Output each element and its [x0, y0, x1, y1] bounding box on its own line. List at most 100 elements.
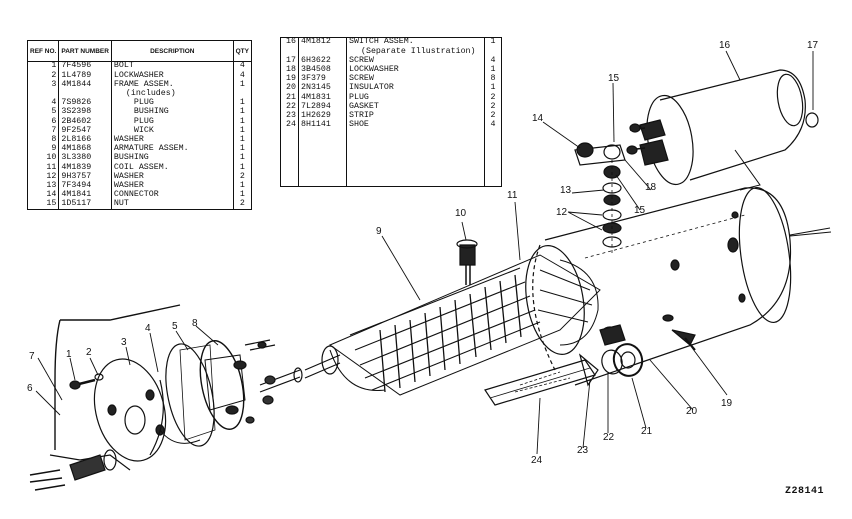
cell-part-number: 3S2398	[58, 108, 112, 118]
header-part-number: PART NUMBER	[58, 40, 112, 62]
cell-description: INSULATOR	[346, 84, 485, 94]
cell-qty: 1	[239, 134, 245, 144]
cell-part-number	[58, 89, 112, 99]
cell-ref: 24	[280, 120, 299, 130]
cell-qty: 1	[239, 116, 245, 126]
cell-qty: 1	[239, 190, 245, 200]
bushing-10	[456, 239, 478, 285]
header-description: DESCRIPTION	[111, 40, 234, 62]
gasket-plug	[601, 343, 644, 377]
callout: 24	[531, 455, 543, 466]
cell-ref: 2	[27, 71, 60, 81]
cell-qty: 1	[239, 125, 245, 135]
cell-description: BUSHING	[111, 108, 234, 118]
callout: 17	[807, 40, 819, 51]
cell-description: CONNECTOR	[111, 190, 234, 200]
cell-part-number: 6H3622	[298, 56, 347, 66]
cell-ref: 6	[27, 117, 60, 127]
cell-description: LOCKWASHER	[346, 65, 485, 75]
cell-ref: 19	[280, 74, 299, 84]
cell-part-number: 3B4508	[298, 65, 347, 75]
callout: 2	[86, 347, 92, 358]
cell-part-number: 4M1844	[58, 80, 112, 90]
cell-ref: 10	[27, 154, 60, 164]
cell-ref: 16	[280, 37, 299, 48]
cell-part-number: 1D5117	[58, 200, 112, 210]
callout: 18	[645, 182, 657, 193]
cell-part-number: 4M1839	[58, 163, 112, 173]
header-qty: QTY	[233, 40, 252, 62]
cell-qty: 1	[239, 98, 245, 108]
cell-ref: 11	[27, 163, 60, 173]
cell-part-number: 4M1831	[298, 93, 347, 103]
cell-ref: 18	[280, 65, 299, 75]
cell-ref	[280, 47, 299, 57]
callout: 21	[641, 426, 653, 437]
cell-qty: 4	[239, 61, 245, 71]
cell-ref: 3	[27, 80, 60, 90]
cell-qty: 1	[239, 180, 245, 190]
cell-ref: 9	[27, 144, 60, 154]
cell-ref: 22	[280, 102, 299, 112]
cell-description: SCREW	[346, 74, 485, 84]
table-filler-row	[280, 129, 502, 187]
cell-qty: 8	[490, 74, 496, 84]
callout: 13	[560, 185, 572, 196]
cell-description: (includes)	[111, 89, 234, 99]
cell-description: PLUG	[346, 93, 485, 103]
cell-part-number: 1L4789	[58, 71, 112, 81]
cell-description: SWITCH ASSEM.	[346, 37, 485, 48]
filler-cell	[485, 130, 502, 187]
cell-part-number: 1H2629	[298, 111, 347, 121]
cell-part-number: 9H3757	[58, 172, 112, 182]
cell-part-number: 3L3380	[58, 154, 112, 164]
connector-hardware	[574, 142, 626, 255]
callout: 20	[686, 406, 698, 417]
cell-description: WASHER	[111, 181, 234, 191]
filler-cell	[298, 129, 347, 187]
cell-description: WICK	[111, 126, 234, 136]
cell-qty: 1	[239, 162, 245, 172]
callout: 9	[376, 226, 382, 237]
cell-ref: 7	[27, 126, 60, 136]
callout: 4	[145, 323, 151, 334]
filler-cell	[280, 129, 299, 187]
cell-qty: 1	[490, 83, 496, 93]
callout: 1	[66, 349, 72, 360]
cell-description: FRAME ASSEM.	[111, 80, 234, 90]
callout: 16	[719, 40, 731, 51]
cell-part-number: 8H1141	[298, 120, 347, 130]
armature-assembly	[259, 245, 601, 396]
cell-qty	[485, 47, 502, 56]
cell-part-number: 7F3494	[58, 181, 112, 191]
strip-23	[578, 353, 599, 387]
cell-qty: 1	[239, 144, 245, 154]
cell-part-number: 4M1841	[58, 190, 112, 200]
insulator-screw	[599, 324, 696, 351]
switch-assembly	[626, 69, 819, 191]
cell-ref: 20	[280, 84, 299, 94]
cell-ref: 17	[280, 56, 299, 66]
cell-description: STRIP	[346, 111, 485, 121]
cell-qty: 2	[239, 199, 245, 209]
cell-description: ARMATURE ASSEM.	[111, 144, 234, 154]
callout: 15	[634, 205, 646, 216]
callout: 10	[455, 208, 467, 219]
table-row: (Separate Illustration)	[280, 47, 502, 57]
